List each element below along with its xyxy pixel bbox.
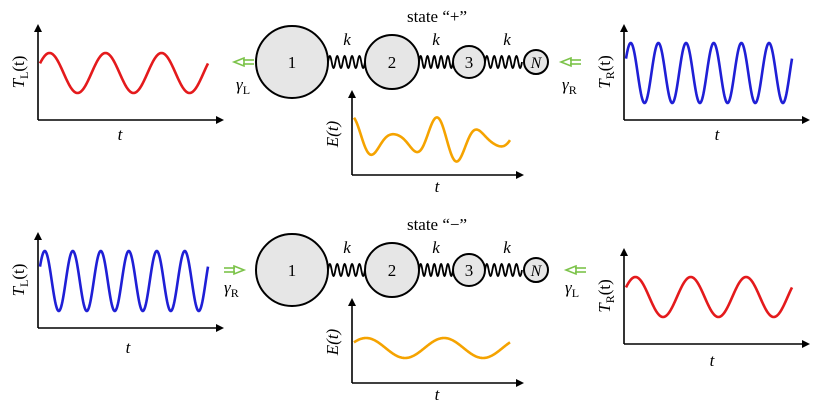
left-ylabel: TL(t) <box>9 56 31 89</box>
mass-spring-chain: 1 2 3 N k k k <box>255 25 549 99</box>
mass-3 <box>452 45 486 79</box>
left-temperature-curve <box>38 249 210 313</box>
left-temperature-plot: TL(t) t <box>9 24 224 144</box>
left-temperature-curve <box>38 51 210 95</box>
mass-3-label: 3 <box>465 53 474 72</box>
energy-ylabel: E(t) <box>323 120 342 148</box>
left-double-arrow-icon <box>231 56 254 68</box>
mass-spring-chain: 1 2 3 N k k k <box>255 233 549 307</box>
mass-3-label: 3 <box>465 261 474 280</box>
mass-2 <box>364 34 420 90</box>
spring-label-1: k <box>343 30 351 49</box>
left-coupling-label: γL <box>236 75 250 97</box>
spring-1-2 <box>327 54 366 70</box>
spring-label-2: k <box>432 30 440 49</box>
panel-state-minus: state “−” TL(t) t γR 1 2 <box>9 215 810 404</box>
left-double-arrow-icon <box>224 264 247 276</box>
right-xlabel: t <box>710 351 716 370</box>
mass-1 <box>255 233 329 307</box>
mass-2-label: 2 <box>388 261 397 280</box>
right-double-arrow-icon <box>563 264 586 276</box>
right-double-arrow-icon <box>558 56 581 68</box>
energy-xlabel: t <box>435 177 441 196</box>
spring-2-3 <box>418 262 454 278</box>
mass-2 <box>364 242 420 298</box>
mass-2-label: 2 <box>388 53 397 72</box>
left-coupling-label: γR <box>224 278 239 300</box>
mass-n-label: N <box>530 263 543 280</box>
mass-1-label: 1 <box>288 53 297 72</box>
spring-label-3: k <box>503 238 511 257</box>
mass-n <box>523 49 549 75</box>
panel-state-plus: state “+” TL(t) t γL <box>9 7 810 196</box>
energy-curve <box>353 336 511 360</box>
spring-2-3 <box>418 54 454 70</box>
mass-3 <box>452 253 486 287</box>
right-temperature-curve <box>624 275 794 319</box>
state-label: state “+” <box>407 7 467 26</box>
spring-1-2 <box>327 262 366 278</box>
spring-3-n <box>484 54 523 70</box>
mass-1-label: 1 <box>288 261 297 280</box>
spring-label-1: k <box>343 238 351 257</box>
left-xlabel: t <box>118 125 124 144</box>
energy-curve <box>352 116 512 163</box>
mass-1 <box>255 25 329 99</box>
right-temperature-curve <box>624 41 794 105</box>
energy-ylabel: E(t) <box>323 328 342 356</box>
spring-label-2: k <box>432 238 440 257</box>
right-coupling: γR <box>558 56 581 97</box>
mass-n-label: N <box>530 55 543 72</box>
right-ylabel: TR(t) <box>595 55 617 89</box>
right-xlabel: t <box>715 125 721 144</box>
mass-n <box>523 257 549 283</box>
left-coupling: γR <box>224 264 247 300</box>
energy-plot: E(t) t <box>323 90 524 196</box>
spring-label-3: k <box>503 30 511 49</box>
right-temperature-plot: TR(t) t <box>595 248 810 370</box>
right-ylabel: TR(t) <box>595 279 617 313</box>
right-coupling-label: γL <box>565 278 579 300</box>
energy-xlabel: t <box>435 385 441 404</box>
left-ylabel: TL(t) <box>9 264 31 297</box>
left-coupling: γL <box>231 56 254 97</box>
right-temperature-plot: TR(t) t <box>595 24 810 144</box>
energy-plot: E(t) t <box>323 298 524 404</box>
right-coupling-label: γR <box>562 75 577 97</box>
spring-3-n <box>484 262 523 278</box>
left-xlabel: t <box>126 338 132 357</box>
state-label: state “−” <box>407 215 467 234</box>
left-temperature-plot: TL(t) t <box>9 232 224 357</box>
right-coupling: γL <box>563 264 586 300</box>
